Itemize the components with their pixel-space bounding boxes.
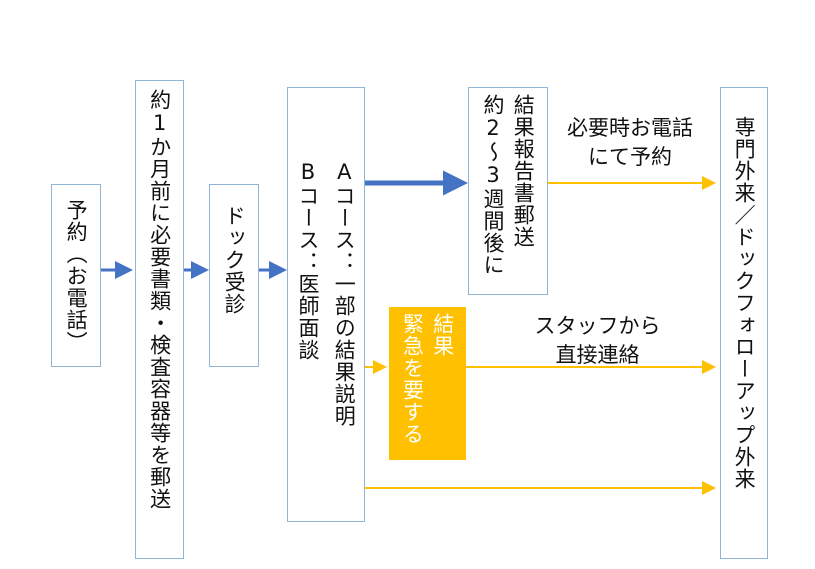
- specialist-box: 専門外来／ドックフォローアップ外来: [720, 87, 768, 559]
- specialist-label: 専門外来／ドックフォローアップ外来: [732, 116, 757, 490]
- course-a-label: Aコース：一部の結果説明: [332, 160, 357, 427]
- checkup-label: ドック受診: [222, 205, 247, 315]
- urgent-line1: 緊急を要する: [400, 313, 425, 445]
- course-b-label: Bコース：医師面談: [296, 160, 320, 361]
- mail-docs-box: 約1か月前に必要書類・検査容器等を郵送: [135, 80, 184, 559]
- staff-contact-line2: 直接連絡: [555, 343, 640, 368]
- reservation-box: 予約（お電話）: [51, 184, 101, 367]
- staff-contact-label: スタッフから 直接連絡: [520, 312, 675, 371]
- report-mail-box: 約2～3週間後に 結果報告書郵送: [468, 87, 548, 295]
- reservation-label: 予約（お電話）: [64, 198, 89, 353]
- course-box: Bコース：医師面談 Aコース：一部の結果説明: [287, 87, 365, 522]
- report-mail-line1: 約2～3週間後に: [481, 94, 505, 276]
- mail-docs-label: 約1か月前に必要書類・検査容器等を郵送: [147, 89, 172, 510]
- phone-reservation-line2: にて予約: [588, 145, 672, 170]
- report-mail-line2: 結果報告書郵送: [511, 94, 536, 248]
- urgent-box: 緊急を要する 結果: [389, 307, 466, 460]
- checkup-box: ドック受診: [209, 184, 259, 367]
- phone-reservation-label: 必要時お電話 にて予約: [555, 114, 705, 173]
- urgent-line2: 結果: [430, 313, 455, 357]
- phone-reservation-line1: 必要時お電話: [567, 116, 693, 140]
- staff-contact-line1: スタッフから: [534, 314, 661, 338]
